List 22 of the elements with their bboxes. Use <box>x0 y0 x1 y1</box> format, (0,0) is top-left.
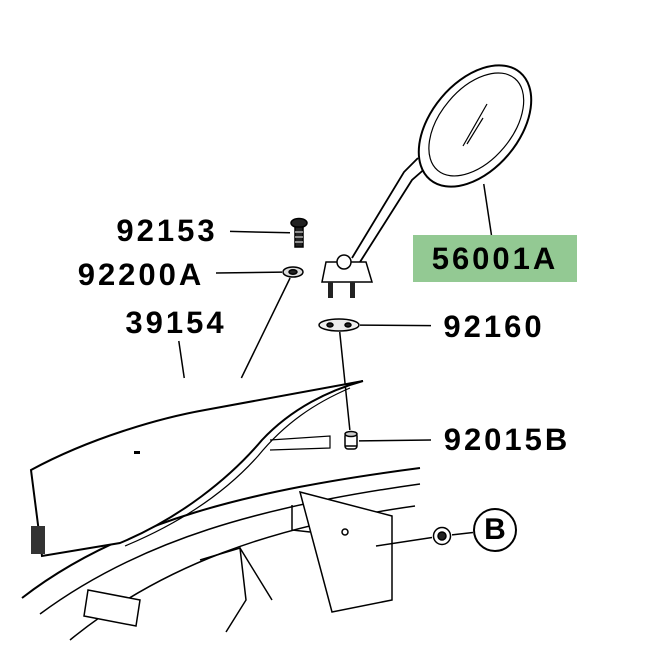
leader-line <box>240 278 291 378</box>
part-number: 39154 <box>112 303 240 341</box>
grommet-drawing <box>343 430 359 452</box>
leader-line <box>452 532 474 536</box>
leader-line <box>338 332 351 430</box>
leader-line <box>230 230 290 234</box>
washer-drawing <box>282 266 304 278</box>
nut-drawing <box>432 526 452 546</box>
part-number: 92153 <box>104 212 230 248</box>
part-number: 92160 <box>431 308 557 344</box>
leader-line <box>360 324 431 326</box>
highlighted-part-number: 56001A <box>413 235 577 282</box>
leader-line <box>178 340 185 378</box>
cowl-drawing <box>30 378 365 558</box>
part-number: 92200A <box>66 256 216 292</box>
part-number: 92015B <box>431 420 583 458</box>
leader-line <box>376 536 432 547</box>
leader-line <box>359 439 432 442</box>
screw-drawing <box>290 218 308 248</box>
leader-line <box>216 271 282 274</box>
leader-line <box>483 184 492 236</box>
mounting-plate-drawing <box>318 318 360 332</box>
